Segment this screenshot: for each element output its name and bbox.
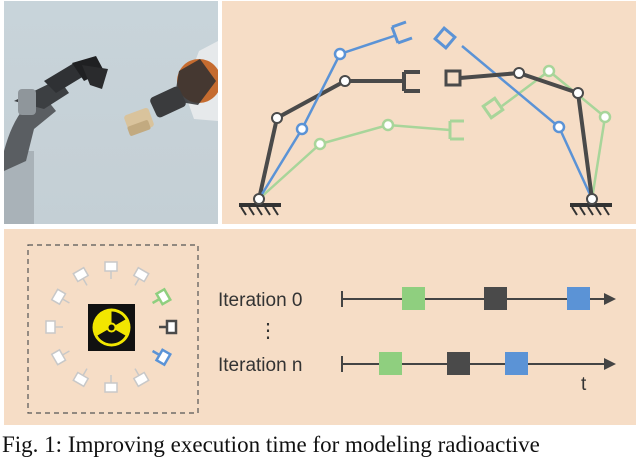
- ellipsis-label: ⋮: [258, 320, 278, 342]
- gripper-ring: [45, 261, 150, 393]
- left-arm-dark: [257, 70, 420, 200]
- right-base: [570, 203, 612, 216]
- task-green-iter0: [402, 287, 425, 310]
- gripper-blue: [151, 348, 172, 367]
- timeline-iteration-0: [341, 287, 616, 310]
- right-arm-dark: [444, 67, 594, 200]
- gripper-green: [151, 287, 172, 306]
- source-box: [27, 244, 199, 414]
- task-dark-itern: [447, 352, 470, 375]
- figure-caption: Fig. 1: Improving execution time for mod…: [2, 432, 540, 457]
- left-base: [239, 203, 281, 216]
- right-arm-blue: [433, 26, 594, 200]
- iteration-0-label: Iteration 0: [218, 290, 303, 311]
- time-axis-label: t: [581, 374, 587, 395]
- left-arm-blue: [257, 20, 413, 200]
- gripper-dark: [159, 319, 178, 335]
- task-blue-iter0: [567, 287, 590, 310]
- left-arm-green: [258, 118, 464, 200]
- task-blue-itern: [505, 352, 528, 375]
- kinematic-diagram: [222, 1, 636, 224]
- robot-photo: [4, 1, 218, 224]
- task-dark-iter0: [484, 287, 507, 310]
- schedule-panel: Iteration 0 ⋮ Iteration n t: [4, 229, 636, 425]
- timeline-iteration-n: [341, 352, 616, 375]
- task-green-itern: [379, 352, 402, 375]
- iteration-n-label: Iteration n: [218, 355, 303, 376]
- radiation-icon: [88, 304, 135, 351]
